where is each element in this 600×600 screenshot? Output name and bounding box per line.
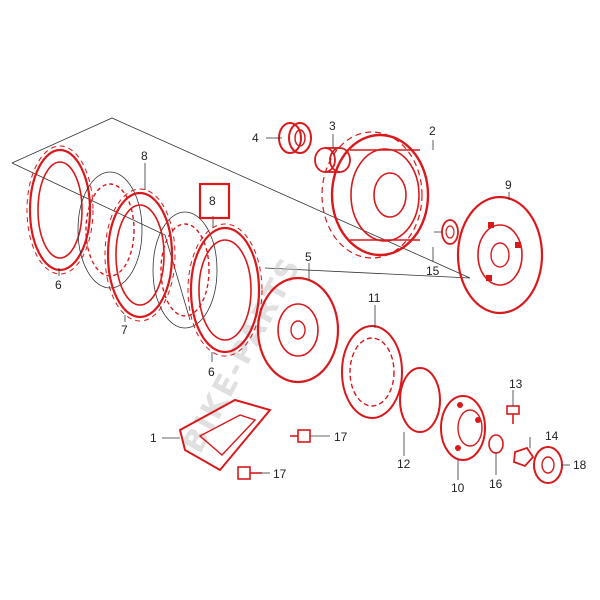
- o-ring-12: [399, 367, 441, 433]
- part-label-1[interactable]: 1: [150, 431, 157, 445]
- part-label-9[interactable]: 9: [505, 178, 512, 192]
- friction-disc-6a: [26, 145, 94, 275]
- washer-15: [441, 219, 459, 245]
- part-label-17b[interactable]: 17: [273, 467, 287, 481]
- part-label-10[interactable]: 10: [451, 481, 465, 495]
- lifter-plate-11: [341, 325, 403, 419]
- part-label-17a[interactable]: 17: [334, 430, 348, 444]
- part-label-5[interactable]: 5: [305, 250, 312, 264]
- friction-disc-7: [104, 188, 176, 322]
- part-label-8[interactable]: 8: [209, 194, 216, 208]
- part-label-7[interactable]: 7: [121, 323, 128, 337]
- part-label-15[interactable]: 15: [426, 264, 440, 278]
- part-label-6b[interactable]: 6: [208, 365, 215, 379]
- part-label-4[interactable]: 4: [252, 131, 259, 145]
- lock-nut-14: [513, 446, 535, 468]
- clutch-outer-basket: [321, 131, 430, 259]
- leader-lines: [58, 134, 570, 480]
- highlight-box: [198, 182, 231, 220]
- bolt-13: [506, 405, 520, 424]
- clutch-plate-8b: [152, 211, 218, 329]
- part-label-18[interactable]: 18: [573, 458, 587, 472]
- part-label-8a[interactable]: 8: [141, 149, 148, 163]
- guide-plate-1: [178, 398, 272, 472]
- washer-16: [488, 434, 504, 454]
- frame-lines: [11, 117, 471, 321]
- part-label-12[interactable]: 12: [397, 457, 411, 471]
- bolt-17a: [290, 429, 311, 443]
- part-label-6a[interactable]: 6: [55, 278, 62, 292]
- needle-bearing-4: [278, 122, 312, 154]
- part-label-16[interactable]: 16: [489, 477, 503, 491]
- clutch-cover-10: [440, 395, 486, 461]
- part-label-13[interactable]: 13: [509, 377, 523, 391]
- watermark: BIKE-PARTS: [176, 251, 309, 459]
- clutch-center-hub-9: [456, 195, 544, 315]
- bolt-17b: [237, 466, 262, 480]
- friction-disc-6b: [187, 223, 263, 357]
- pressure-plate-5: [256, 276, 340, 384]
- part-label-11[interactable]: 11: [368, 291, 381, 305]
- collar-3: [314, 147, 351, 173]
- bearing-18: [533, 446, 563, 484]
- part-label-3[interactable]: 3: [329, 119, 336, 133]
- part-labels: 4 3 2 9 15 5 11 8 8 6 7 6 1 17 17 12 10 …: [55, 119, 587, 495]
- part-label-14[interactable]: 14: [545, 429, 559, 443]
- part-label-2[interactable]: 2: [429, 124, 436, 138]
